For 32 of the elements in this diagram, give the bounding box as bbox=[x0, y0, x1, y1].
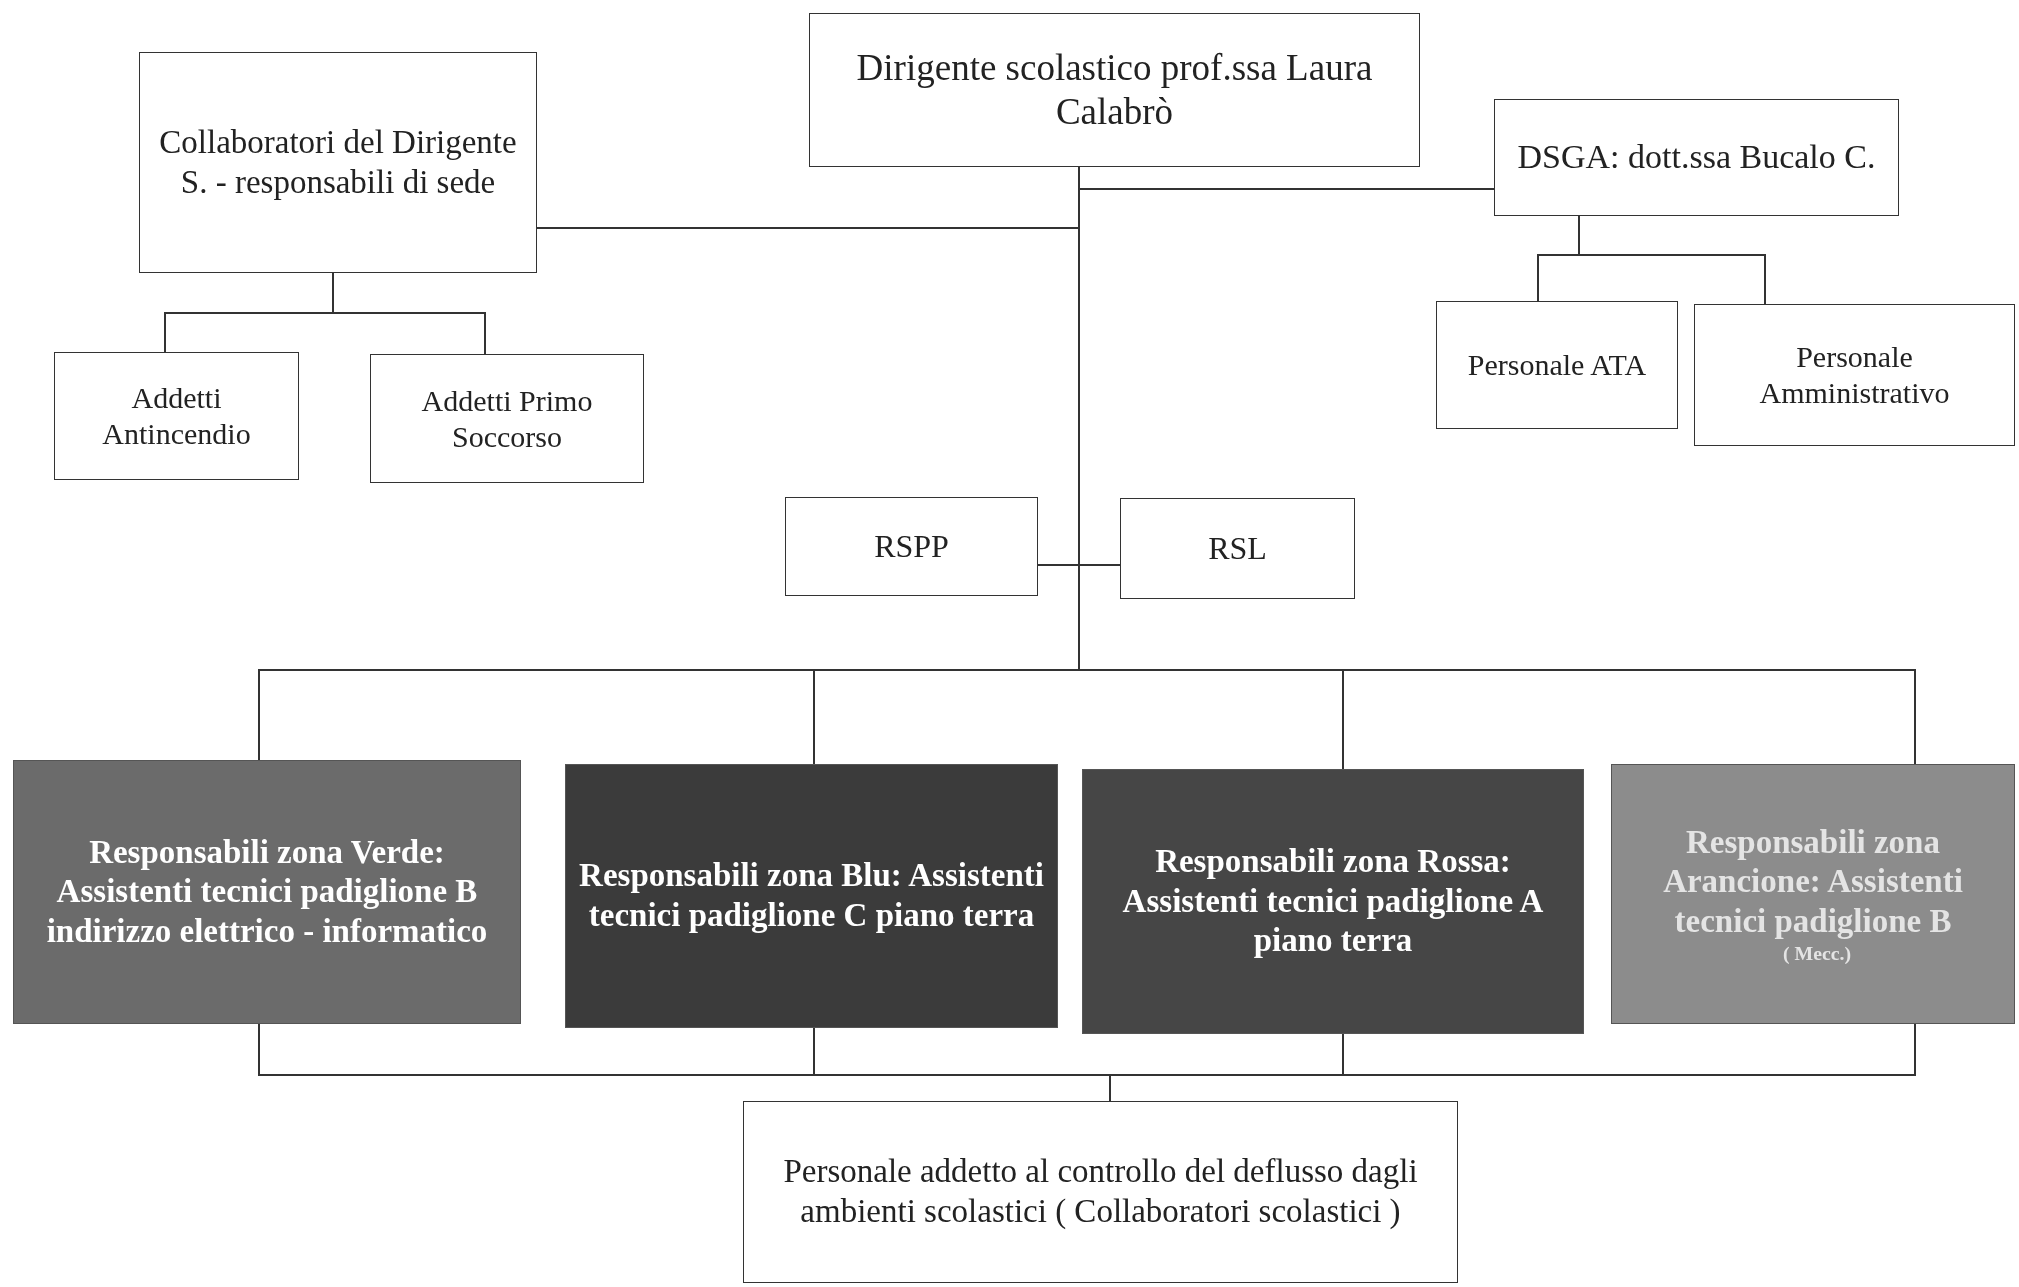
org-box bbox=[1120, 498, 1355, 599]
box-label: Personale ATA bbox=[1467, 347, 1647, 383]
box-label: Responsabili zona Verde: Assistenti tecnici padiglione B indirizzo elettrico - informatico bbox=[45, 832, 489, 951]
zone-box bbox=[13, 760, 521, 1024]
box-label: RSL bbox=[1208, 529, 1267, 568]
box-label: RSPP bbox=[874, 527, 949, 566]
box-label: Addetti Primo Soccorso bbox=[420, 382, 594, 455]
org-box bbox=[139, 52, 537, 273]
zone-box bbox=[1611, 764, 2015, 1024]
box-label: Responsabili zona Rossa: Assistenti tecnici padiglione A piano terra bbox=[1121, 842, 1545, 961]
connector-line bbox=[1578, 215, 1766, 305]
org-box bbox=[1436, 301, 1678, 429]
org-box bbox=[1494, 99, 1899, 216]
box-label: DSGA: dott.ssa Bucalo C. bbox=[1517, 137, 1876, 178]
zone-box bbox=[565, 764, 1058, 1028]
box-label: Personale Amministrativo bbox=[1758, 339, 1951, 411]
box-label: Addetti Antincendio bbox=[101, 380, 252, 452]
org-box bbox=[54, 352, 299, 480]
box-label: Dirigente scolastico prof.ssa Laura Calabrò bbox=[855, 45, 1374, 134]
connector-line bbox=[1078, 166, 1916, 765]
box-label: Collaboratori del Dirigente S. - responsabili di sede bbox=[158, 122, 518, 202]
org-box bbox=[743, 1101, 1458, 1283]
connector-line bbox=[332, 272, 486, 355]
org-box bbox=[1694, 304, 2015, 446]
box-label: Responsabili zona Arancione: Assistenti tecnici padiglione B bbox=[1662, 822, 1964, 941]
box-label: Personale addetto al controllo del deflusso dagli ambienti scolastici ( Collaboratori scolastici ) bbox=[782, 1152, 1419, 1231]
org-box bbox=[785, 497, 1038, 596]
box-note: ( Mecc.) bbox=[1782, 941, 1852, 966]
org-box bbox=[809, 13, 1420, 167]
box-label: Responsabili zona Blu: Assistenti tecnici padiglione C piano terra bbox=[578, 856, 1045, 935]
org-box bbox=[370, 354, 644, 483]
zone-box bbox=[1082, 769, 1584, 1034]
